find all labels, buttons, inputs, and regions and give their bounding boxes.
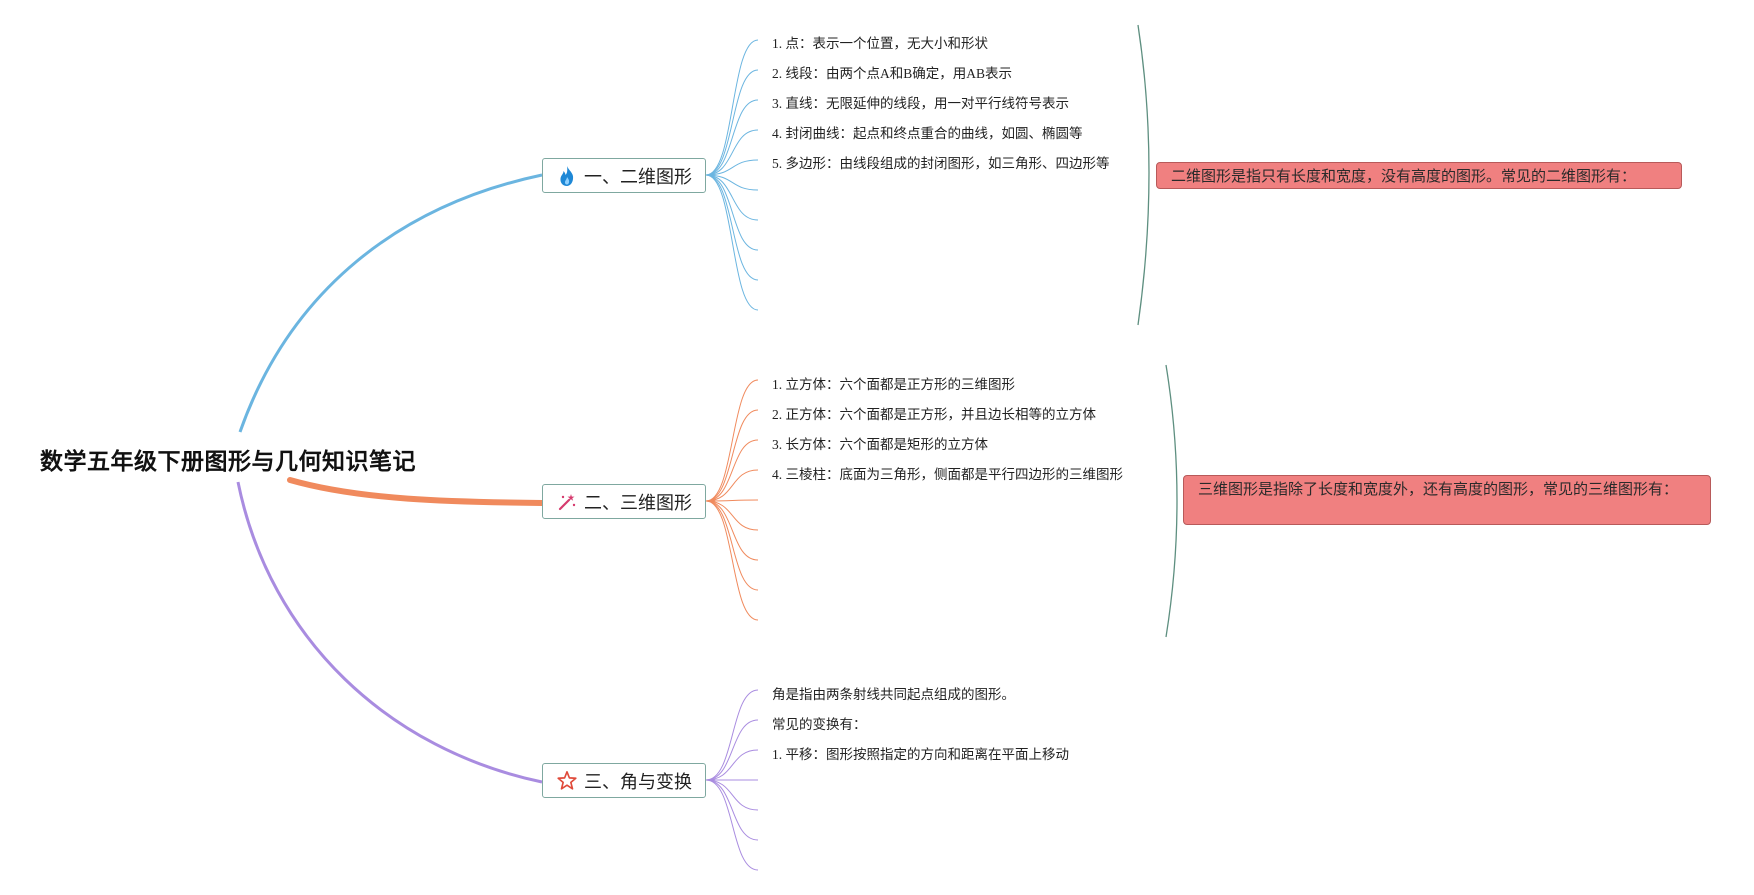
- branch-connector-3: [236, 481, 543, 784]
- branch-label: 一、二维图形: [584, 166, 692, 188]
- branch-connector-2: [287, 477, 545, 506]
- leaf-item[interactable]: 3. 长方体：六个面都是矩形的立方体: [772, 437, 988, 452]
- branch-node-angles-transform[interactable]: 三、角与变换: [542, 763, 706, 798]
- summary-3d-shapes[interactable]: 三维图形是指除了长度和宽度外，还有高度的图形，常见的三维图形有：: [1183, 475, 1711, 525]
- leaf-item[interactable]: 2. 线段：由两个点A和B确定，用AB表示: [772, 66, 1013, 81]
- star-icon: [556, 770, 578, 792]
- branch-label: 二、三维图形: [584, 492, 692, 514]
- magic-wand-icon: [556, 491, 578, 513]
- leaf-item[interactable]: 1. 立方体：六个面都是正方形的三维图形: [772, 377, 1015, 392]
- leaf-item[interactable]: 1. 平移：图形按照指定的方向和距离在平面上移动: [772, 747, 1069, 762]
- leaf-item[interactable]: 角是指由两条射线共同起点组成的图形。: [772, 687, 1015, 702]
- leaf-item[interactable]: 3. 直线：无限延伸的线段，用一对平行线符号表示: [772, 96, 1069, 111]
- summary-2d-shapes[interactable]: 二维图形是指只有长度和宽度，没有高度的图形。常见的二维图形有：: [1156, 162, 1682, 189]
- branch-connector-1: [238, 173, 543, 433]
- leaf-item[interactable]: 常见的变换有：: [772, 717, 867, 732]
- leaf-connectors-2: [705, 379, 759, 621]
- branch-node-2d-shapes[interactable]: 一、二维图形: [542, 158, 706, 193]
- branch-label: 三、角与变换: [584, 771, 692, 793]
- summary-bracket-1: [1137, 24, 1150, 326]
- leaf-item[interactable]: 1. 点：表示一个位置，无大小和形状: [772, 36, 988, 51]
- leaf-connectors-1: [705, 39, 759, 311]
- root-topic-title[interactable]: 数学五年级下册图形与几何知识笔记: [40, 449, 416, 475]
- leaf-connectors-3: [705, 689, 759, 871]
- leaf-item[interactable]: 4. 三棱柱：底面为三角形，侧面都是平行四边形的三维图形: [772, 467, 1123, 482]
- leaf-item[interactable]: 2. 正方体：六个面都是正方形，并且边长相等的立方体: [772, 407, 1096, 422]
- leaf-item[interactable]: 4. 封闭曲线：起点和终点重合的曲线，如圆、椭圆等: [772, 126, 1083, 141]
- fire-icon: [556, 165, 578, 187]
- branch-node-3d-shapes[interactable]: 二、三维图形: [542, 484, 706, 519]
- summary-bracket-2: [1165, 364, 1178, 638]
- leaf-item[interactable]: 5. 多边形：由线段组成的封闭图形，如三角形、四边形等: [772, 156, 1110, 171]
